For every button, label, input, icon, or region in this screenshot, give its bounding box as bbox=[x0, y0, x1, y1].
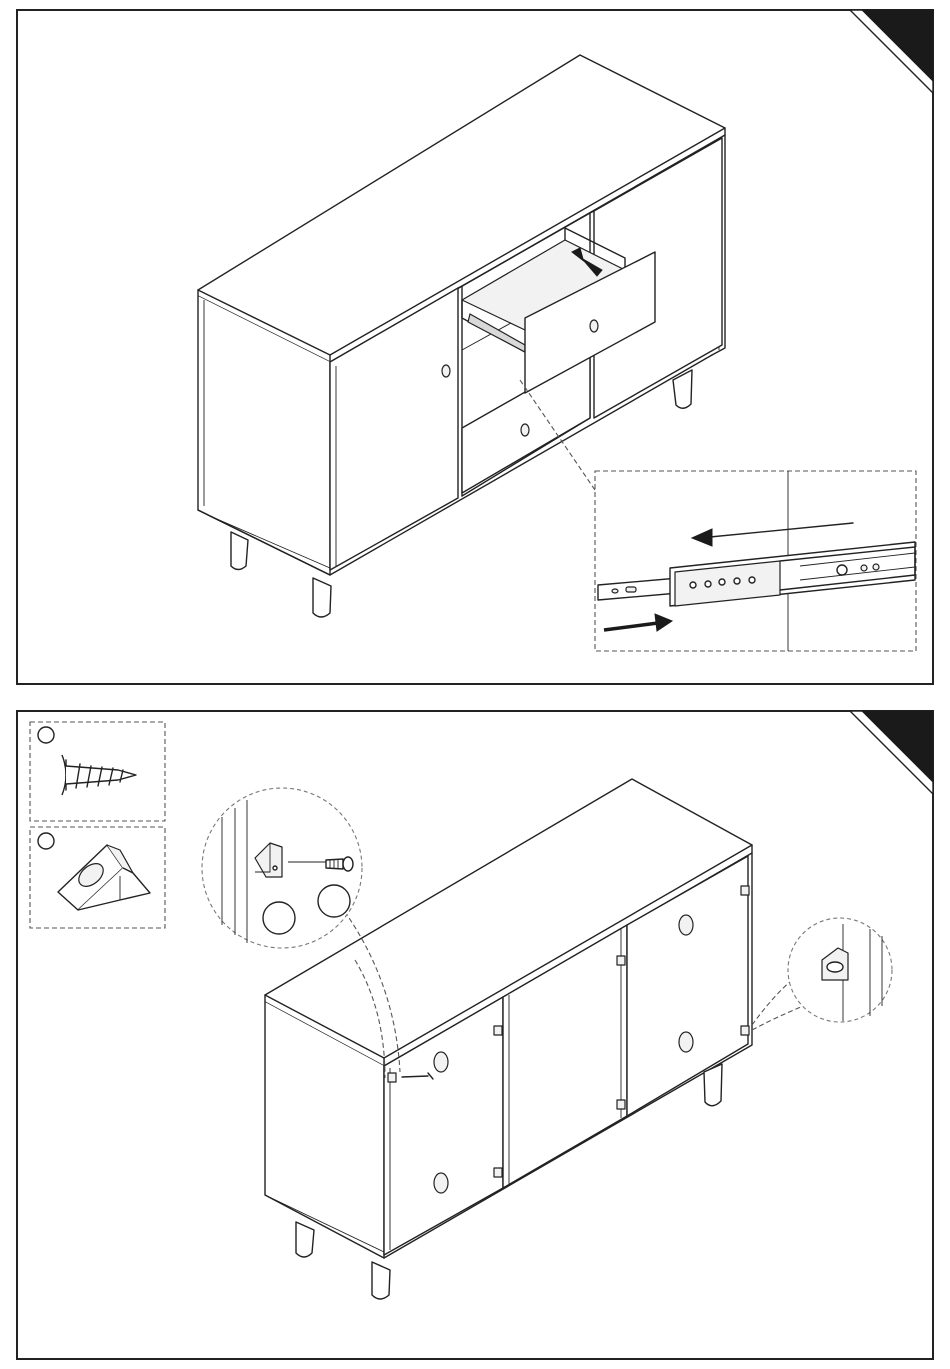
part-label-circle bbox=[38, 727, 54, 743]
step-panel-door-stopper bbox=[17, 711, 933, 1359]
drawer-knob bbox=[590, 320, 598, 332]
screw-icon bbox=[326, 857, 353, 871]
cable-hole bbox=[434, 1052, 448, 1072]
leg bbox=[704, 1064, 722, 1106]
cable-hole bbox=[434, 1173, 448, 1193]
door-knob bbox=[442, 365, 450, 377]
cable-hole bbox=[679, 1032, 693, 1052]
cable-hole bbox=[679, 915, 693, 935]
lower-drawer-knob bbox=[521, 424, 529, 436]
pre-drilled-hole bbox=[318, 885, 350, 917]
pre-drilled-hole bbox=[263, 902, 295, 934]
step-panel-drawer-slide bbox=[17, 10, 933, 684]
part-label-circle bbox=[38, 833, 54, 849]
